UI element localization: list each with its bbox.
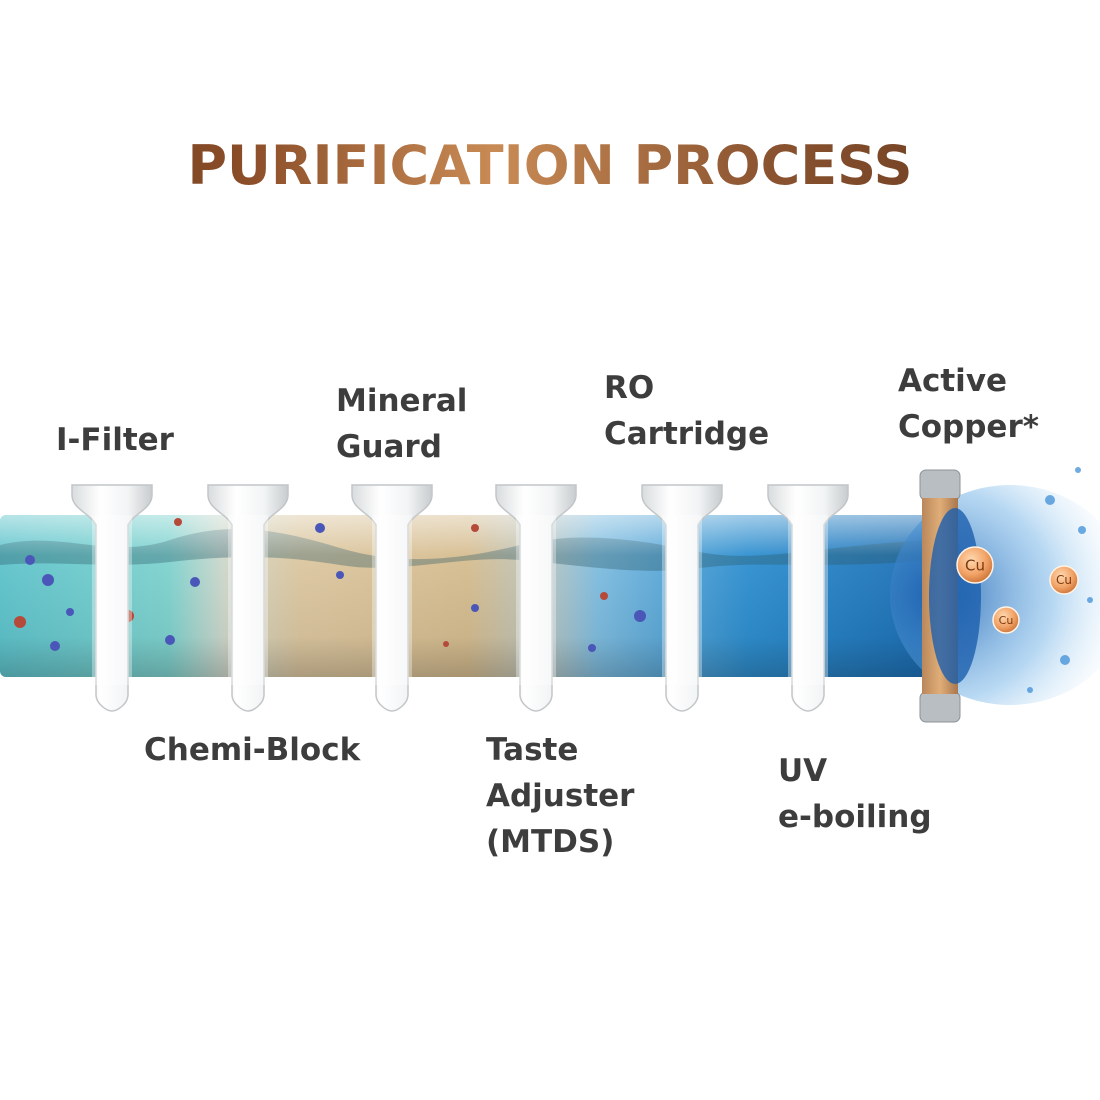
stage-label-line: Guard — [336, 429, 442, 465]
stage-label-line: Mineral — [336, 383, 468, 419]
copper-ion-symbol: Cu — [1056, 573, 1072, 587]
stage-label-line: I-Filter — [56, 422, 174, 458]
stage-label-uv-e-boiling: UV e-boiling — [778, 748, 932, 840]
stage-label-line: RO — [604, 370, 655, 406]
page-title: PURIFICATION PROCESS — [0, 134, 1100, 198]
stage-label-line: Adjuster — [486, 778, 635, 814]
copper-ion: Cu — [1049, 565, 1079, 595]
filter-housing-3 — [351, 484, 433, 712]
copper-ion-symbol: Cu — [965, 556, 985, 574]
stage-label-line: UV — [778, 753, 828, 789]
copper-ion-symbol: Cu — [999, 614, 1014, 627]
stage-label-line: Copper* — [898, 409, 1039, 445]
stage-label-i-filter: I-Filter — [56, 417, 174, 463]
filter-housing-2 — [207, 484, 289, 712]
stage-label-line: Taste — [486, 732, 579, 768]
stage-label-line: Cartridge — [604, 416, 770, 452]
stage-label-line: e-boiling — [778, 799, 932, 835]
stage-label-chemi-block: Chemi-Block — [144, 727, 360, 773]
copper-ion: Cu — [956, 546, 994, 584]
stage-label-line: Active — [898, 363, 1008, 399]
filter-housing-4 — [495, 484, 577, 712]
stage-label-line: (MTDS) — [486, 824, 615, 860]
splash-droplets — [1027, 467, 1093, 693]
copper-ion: Cu — [992, 606, 1020, 634]
stage-label-ro-cartridge: RO Cartridge — [604, 365, 769, 457]
filter-housing-6 — [767, 484, 849, 712]
filter-housing-1 — [71, 484, 153, 712]
filter-housings — [71, 484, 849, 712]
stage-label-line: Chemi-Block — [144, 732, 361, 768]
filter-housing-5 — [641, 484, 723, 712]
